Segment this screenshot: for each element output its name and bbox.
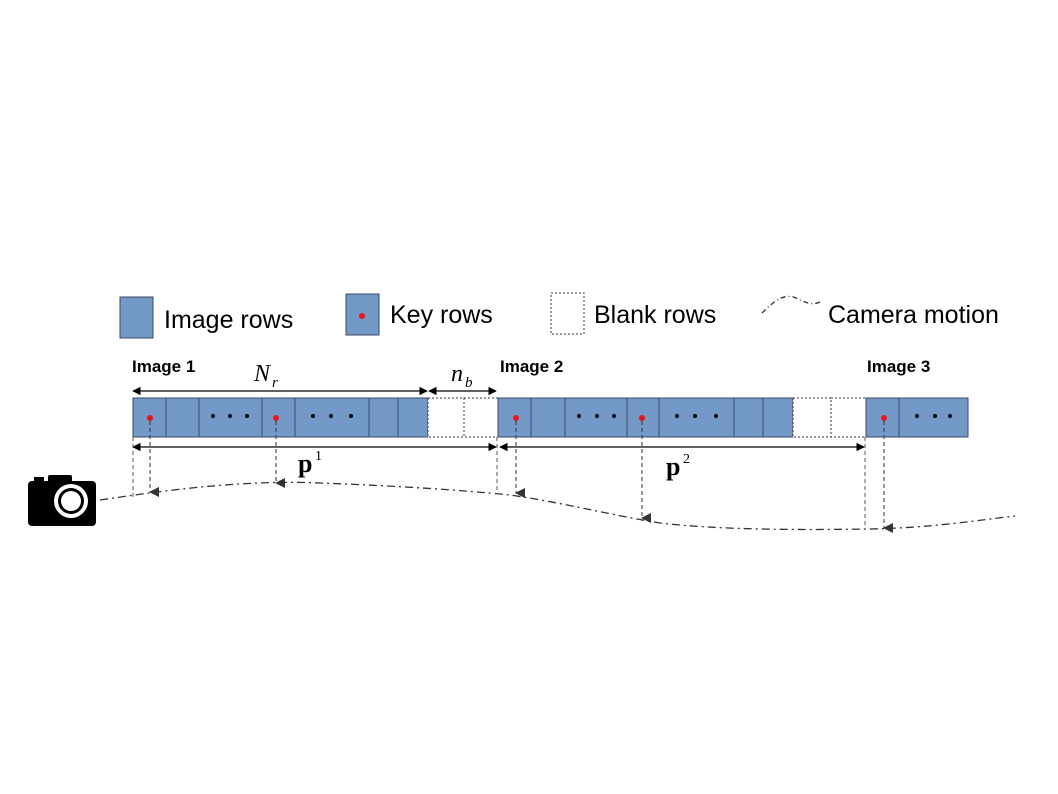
camera-icon: [28, 475, 96, 526]
p1-superscript: 1: [315, 449, 322, 464]
legend: Image rows Key rows Blank rows Camera mo…: [119, 292, 999, 339]
Nr-symbol: N: [253, 361, 272, 387]
image-row: [198, 397, 263, 438]
image-row: [658, 397, 735, 438]
p2-symbol: p: [666, 452, 680, 481]
key-projections: [149, 421, 893, 533]
key-dots: [147, 415, 887, 421]
image-row: [530, 397, 566, 438]
blank-row: [463, 397, 499, 438]
key-dot: [881, 415, 887, 421]
camera-motion-label: Camera motion: [828, 301, 999, 329]
period-arrows: p 1 p 2: [132, 442, 865, 481]
blank-row: [830, 397, 867, 438]
nb-symbol: n: [451, 361, 463, 387]
boundary-lines: [132, 437, 866, 528]
image-row: [733, 397, 764, 438]
image-2-label: Image 2: [500, 357, 563, 376]
nb-subscript: b: [465, 375, 473, 391]
image-row: [898, 397, 969, 438]
image-1-label: Image 1: [132, 357, 195, 376]
nb-dimension: n b: [428, 361, 497, 396]
key-dot: [273, 415, 279, 421]
image-rows-swatch: [119, 296, 154, 339]
image-3-label: Image 3: [867, 357, 930, 376]
image-row: [397, 397, 429, 438]
blank-rows-label: Blank rows: [594, 301, 716, 329]
camera-motion-curve: [99, 481, 1016, 531]
image-row: [762, 397, 794, 438]
p1-symbol: p: [298, 449, 312, 478]
ellipsis-dots: [211, 414, 952, 418]
blank-rows-swatch: [550, 292, 585, 335]
key-dot: [513, 415, 519, 421]
camera-motion-swatch: [761, 295, 821, 314]
key-dot: [639, 415, 645, 421]
Nr-dimension: N r: [132, 361, 428, 396]
key-rows-label: Key rows: [390, 301, 493, 329]
row-strip: [132, 397, 969, 438]
p2-superscript: 2: [683, 452, 690, 467]
image-row: [165, 397, 200, 438]
blank-row: [792, 397, 832, 438]
image-rows-label: Image rows: [164, 306, 293, 334]
key-row-dot: [359, 313, 365, 319]
key-dot: [147, 415, 153, 421]
Nr-subscript: r: [272, 375, 278, 391]
image-row: [368, 397, 399, 438]
blank-row: [427, 397, 465, 438]
